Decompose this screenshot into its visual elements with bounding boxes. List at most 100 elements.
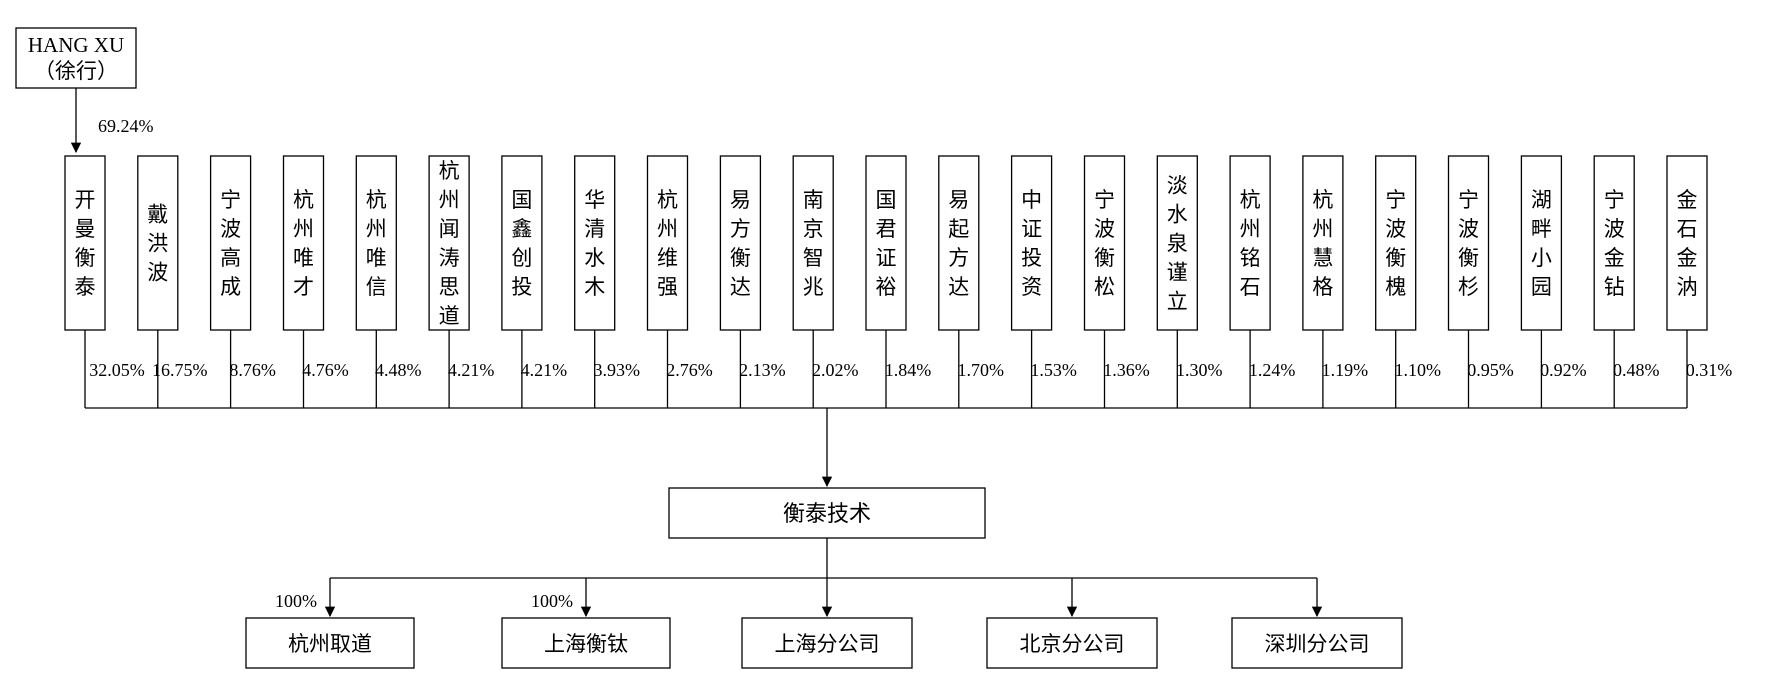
shareholder-box — [64, 155, 106, 331]
subsidiary-name: 杭州取道 — [288, 632, 372, 656]
shareholder: 杭州唯才 4.76% — [282, 155, 349, 380]
subsidiary-box — [245, 617, 415, 669]
shareholder: 湖畔小园 0.92% — [1520, 155, 1587, 380]
shareholder-box — [938, 155, 980, 331]
shareholder-percent: 4.76% — [302, 360, 349, 380]
shareholder-box — [1229, 155, 1271, 331]
shareholder-percent: 1.53% — [1030, 360, 1077, 380]
shareholder: 杭州闻涛思道 4.21% — [428, 155, 495, 380]
shareholder-percent: 4.48% — [375, 360, 422, 380]
shareholder-name: 国君证裕 — [876, 188, 897, 299]
shareholder-box — [137, 155, 179, 331]
top-holder-percent: 69.24% — [98, 116, 154, 136]
shareholder: 宁波衡松 1.36% — [1083, 155, 1150, 380]
shareholder-name: 杭州维强 — [657, 188, 678, 299]
shareholder-box — [1156, 155, 1198, 331]
shareholder-percent: 1.10% — [1394, 360, 1441, 380]
subsidiary-name: 上海衡钛 — [544, 632, 628, 656]
shareholder-name: 杭州慧格 — [1312, 188, 1333, 299]
shareholder-percent: 0.31% — [1686, 360, 1733, 380]
shareholder-name: 华清水木 — [584, 188, 605, 299]
subsidiary: 上海分公司 — [741, 578, 913, 669]
shareholder-box — [792, 155, 834, 331]
top-holder-chinese-name: （徐行） — [34, 59, 118, 83]
shareholder-name: 易起方达 — [948, 188, 969, 299]
shareholder-box — [1010, 155, 1053, 331]
shareholder-box — [1302, 155, 1344, 331]
subsidiary: 深圳分公司 — [1231, 578, 1403, 669]
shareholder-name: 易方衡达 — [730, 188, 751, 299]
shareholder-percent: 4.21% — [448, 360, 495, 380]
shareholder-box — [1520, 155, 1563, 331]
shareholder-box — [501, 155, 543, 331]
shareholder-box — [646, 155, 689, 331]
shareholder-percent: 1.84% — [885, 360, 932, 380]
shareholder-percent: 1.19% — [1322, 360, 1369, 380]
shareholder-box — [1593, 155, 1635, 331]
shareholder-box — [1375, 155, 1417, 331]
shareholder-percent: 0.95% — [1467, 360, 1514, 380]
shareholder-name: 杭州唯才 — [293, 188, 314, 299]
shareholder-box — [574, 155, 616, 331]
shareholder-box — [719, 155, 762, 331]
shareholder-name: 宁波衡松 — [1094, 188, 1115, 299]
shareholder-row: 开曼衡泰32.05%戴洪波16.75%宁波高成8.76%杭州唯才4.76%杭州唯… — [64, 155, 1733, 380]
shareholder-name: 戴洪波 — [147, 203, 168, 285]
shareholder-percent: 1.36% — [1103, 360, 1150, 380]
shareholder-percent: 1.24% — [1249, 360, 1296, 380]
shareholder-name: 金石金汭 — [1677, 188, 1698, 299]
subsidiary-box — [986, 617, 1158, 669]
shareholder: 国君证裕 1.84% — [865, 155, 932, 380]
shareholder-name: 淡水泉谨立 — [1167, 174, 1188, 314]
subsidiary-box — [1231, 617, 1403, 669]
shareholder: 杭州铭石 1.24% — [1229, 155, 1296, 380]
shareholder: 戴洪波 16.75% — [137, 155, 208, 380]
shareholder-box — [1666, 155, 1708, 331]
shareholder-name: 宁波衡槐 — [1385, 188, 1406, 299]
shareholder-name: 杭州闻涛思道 — [439, 159, 460, 328]
shareholder-name: 宁波高成 — [220, 188, 241, 299]
shareholder-name: 开曼衡泰 — [75, 188, 96, 299]
shareholder-percent: 1.70% — [958, 360, 1005, 380]
shareholder: 杭州慧格 1.19% — [1302, 155, 1369, 380]
shareholder-name: 杭州唯信 — [366, 188, 387, 299]
shareholder-percent: 16.75% — [152, 360, 208, 380]
top-holder-name: HANG XU — [28, 33, 124, 57]
shareholder-name: 湖畔小园 — [1531, 188, 1552, 299]
top-holder-box — [15, 27, 137, 89]
shareholder: 中证投资 1.53% — [1010, 155, 1077, 380]
shareholder-name: 南京智兆 — [803, 188, 824, 299]
shareholder-box — [1447, 155, 1490, 331]
shareholder: 开曼衡泰 32.05% — [64, 155, 145, 380]
shareholder-percent: 4.21% — [521, 360, 568, 380]
shareholder-name: 中证投资 — [1021, 188, 1042, 299]
company: 衡泰技术 — [668, 487, 986, 539]
company-name: 衡泰技术 — [783, 501, 871, 526]
shareholder-connectors — [84, 330, 1688, 488]
subsidiary-name: 上海分公司 — [775, 632, 880, 656]
subsidiary-name: 北京分公司 — [1020, 632, 1125, 656]
shareholder: 易起方达 1.70% — [938, 155, 1005, 380]
subsidiary: 北京分公司 — [986, 578, 1158, 669]
shareholder-box — [865, 155, 907, 331]
shareholder-box — [428, 155, 470, 331]
shareholder-percent: 0.92% — [1540, 360, 1587, 380]
shareholder-box — [355, 155, 397, 331]
subsidiary-percent: 100% — [531, 591, 573, 611]
subsidiary-name: 深圳分公司 — [1265, 632, 1370, 656]
shareholder-percent: 8.76% — [229, 360, 276, 380]
shareholder: 杭州唯信 4.48% — [355, 155, 422, 380]
shareholder-name: 杭州铭石 — [1240, 188, 1261, 299]
shareholder-percent: 32.05% — [89, 360, 145, 380]
shareholder-name: 宁波金钻 — [1604, 188, 1625, 299]
